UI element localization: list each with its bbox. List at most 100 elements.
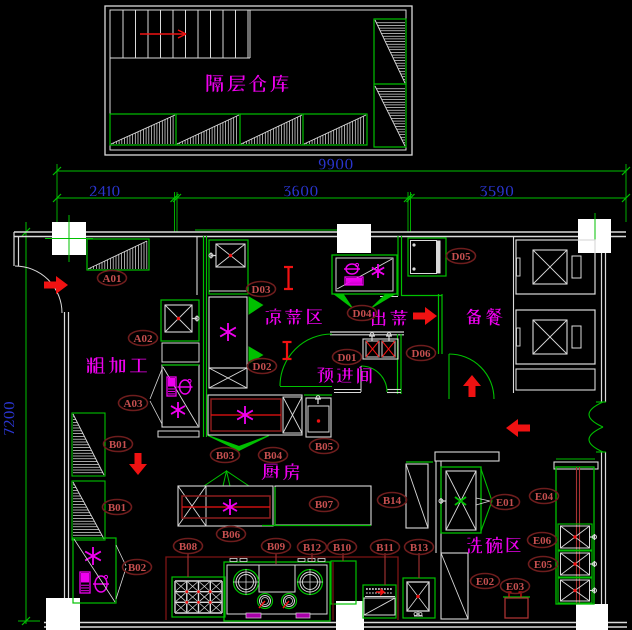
equipment-tag-E01: E01: [489, 493, 521, 511]
room-label-cold-dish: 凉菜区: [263, 307, 324, 327]
equip-D03-sink: [208, 239, 249, 295]
equipment-tag-E03: E03: [499, 577, 531, 595]
equipment-tag-B10: B10: [326, 538, 358, 556]
equip-B07-table: [262, 485, 372, 527]
svg-text:A02: A02: [134, 333, 153, 345]
flow-arrow-entry: [44, 276, 68, 294]
equip-B13-sink: [402, 577, 436, 619]
svg-text:B07: B07: [315, 499, 334, 511]
equip-B09-stove: [223, 558, 331, 622]
equip-B05-sink: [304, 394, 332, 438]
equip-A03-table: [149, 364, 200, 438]
dim-seg-3: 3590: [480, 183, 515, 198]
svg-text:B14: B14: [383, 495, 402, 507]
equipment-tag-B13: B13: [403, 538, 435, 556]
equip-E01-dishwasher: [438, 466, 493, 534]
equipment-tag-B01: B01: [102, 435, 134, 453]
equip-B01-shelf-1: [71, 412, 106, 477]
equip-B14-cabinet: [405, 461, 433, 529]
room-label-food-prep: 备餐: [464, 307, 505, 327]
equipment-tag-B12: B12: [296, 538, 328, 556]
equip-E02-cabinet: [440, 552, 469, 620]
svg-text:B06: B06: [222, 529, 241, 541]
staircase: [110, 10, 251, 59]
equip-B11-salamander: [362, 584, 397, 619]
equipment-tag-D03: D03: [245, 280, 277, 298]
flow-arrows: [44, 265, 530, 475]
equipment-tag-D05: D05: [445, 247, 477, 265]
svg-text:B12: B12: [303, 542, 322, 554]
walls: [13, 229, 627, 628]
svg-text:E01: E01: [496, 497, 514, 509]
svg-text:D02: D02: [253, 361, 272, 373]
equip-D01-double-sink: [362, 332, 399, 360]
equipment-tag-A02: A02: [127, 329, 159, 347]
svg-text:B04: B04: [264, 450, 283, 462]
mezzanine-label: 隔层仓库: [204, 73, 290, 94]
svg-text:B02: B02: [128, 562, 147, 574]
svg-text:B11: B11: [376, 542, 394, 554]
svg-text:E04: E04: [535, 491, 554, 503]
svg-text:B01: B01: [108, 502, 126, 514]
svg-text:D05: D05: [452, 251, 471, 263]
equip-dumbwaiter-2: [515, 309, 596, 365]
equip-B08-grill: [171, 576, 226, 618]
equipment-tag-B07: B07: [308, 495, 340, 513]
equip-B03-B04-worktable: [207, 394, 303, 436]
equipment-tag-B03: B03: [209, 446, 241, 464]
room-label-pre-entry: 预进间: [316, 366, 374, 385]
dimension-lines: [18, 164, 631, 626]
equipment-tag-B08: B08: [172, 537, 204, 555]
dim-seg-2: 3600: [283, 183, 319, 198]
equipment-tag-A03: A03: [117, 394, 149, 412]
svg-text:D01: D01: [338, 352, 357, 364]
equipment-tag-B14: B14: [376, 491, 408, 509]
flow-arrow-prep-door: [463, 375, 481, 397]
equip-D04-counter: [331, 254, 398, 295]
svg-text:B13: B13: [410, 542, 429, 554]
structural-columns: [45, 213, 611, 630]
equip-dumbwaiter-1: [515, 239, 596, 295]
svg-text:B01: B01: [109, 439, 127, 451]
svg-text:A03: A03: [124, 398, 143, 410]
equipment-tag-E02: E02: [469, 572, 501, 590]
flow-arrow-back-door: [506, 419, 530, 437]
svg-text:B09: B09: [267, 541, 286, 553]
equipment-tag-E05: E05: [527, 555, 559, 573]
equipment-tag-B06: B06: [215, 525, 247, 543]
equipment-tag-D04: D04: [346, 304, 378, 322]
equipment-tag-D01: D01: [331, 348, 363, 366]
dim-total-height: 7200: [1, 401, 16, 436]
equip-A02-sink: [160, 299, 200, 363]
equipment-tag-B01: B01: [101, 498, 133, 516]
dim-total-width: 9900: [318, 156, 354, 171]
equip-B02-rack: [72, 537, 127, 604]
mezzanine-shelving-right: [373, 18, 407, 148]
equipment-tag-E04: E04: [528, 487, 560, 505]
svg-text:D03: D03: [252, 284, 271, 296]
svg-text:E02: E02: [476, 576, 495, 588]
equip-A01-ramp: [86, 238, 150, 271]
svg-text:B10: B10: [333, 542, 352, 554]
equip-D02-counter: [208, 296, 248, 389]
room-labels: 粗加工凉菜区出菜备餐预进间厨房洗碗区: [85, 307, 523, 555]
equip-B06-table: [177, 485, 274, 527]
equipment-tag-B05: B05: [308, 437, 340, 455]
equipment-tag-B02: B02: [121, 558, 153, 576]
mezzanine-warehouse: [104, 5, 413, 156]
equipment-tag-A01: A01: [96, 269, 128, 287]
svg-text:E06: E06: [533, 535, 552, 547]
equipment-tag-B04: B04: [257, 446, 289, 464]
room-label-kitchen: 厨房: [261, 462, 302, 482]
equipment-tag-D02: D02: [246, 357, 278, 375]
svg-text:E05: E05: [534, 559, 553, 571]
dim-seg-1: 2410: [89, 183, 120, 198]
equip-dumbwaiter-shelf: [515, 368, 596, 391]
svg-text:B05: B05: [315, 441, 334, 453]
equipment-tag-B09: B09: [260, 537, 292, 555]
svg-text:E03: E03: [506, 581, 525, 593]
svg-text:B03: B03: [216, 450, 235, 462]
